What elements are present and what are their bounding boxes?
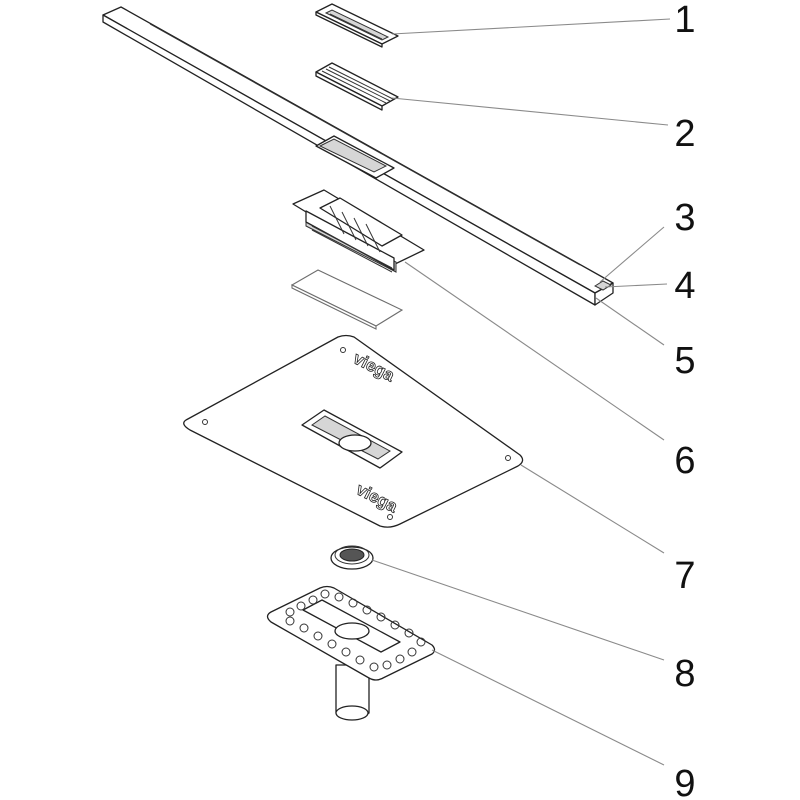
part-6-drain-insert (292, 189, 425, 273)
leader-2 (391, 97, 669, 126)
callout-3: 3 (674, 197, 695, 239)
callout-6: 6 (674, 440, 695, 482)
leader-1 (391, 18, 671, 35)
part-1-slotted-cover (315, 3, 399, 48)
part-7-sealing-plate: viega viega (183, 334, 524, 528)
leader-3 (599, 226, 665, 283)
leader-9 (431, 649, 665, 766)
part-6-pad (290, 269, 404, 330)
part-3-4-5-channel-profile (102, 6, 614, 306)
callout-1: 1 (674, 0, 695, 41)
callout-numbers: 1 2 3 4 5 6 7 8 9 (674, 0, 695, 800)
callout-4: 4 (674, 265, 695, 307)
part-9-drain-body (266, 585, 436, 721)
callout-8: 8 (674, 653, 695, 695)
callout-5: 5 (674, 340, 695, 382)
flange-holes (285, 589, 426, 672)
callout-2: 2 (674, 113, 695, 155)
part-8-strainer (330, 545, 374, 570)
leader-6 (404, 261, 665, 441)
part-2-grooved-cover (315, 62, 399, 111)
leader-7 (520, 464, 665, 554)
callout-9: 9 (674, 763, 695, 800)
leader-8 (371, 559, 665, 661)
leader-lines (371, 18, 671, 766)
leader-4 (604, 283, 668, 288)
leader-5 (595, 297, 665, 346)
callout-7: 7 (674, 555, 695, 597)
